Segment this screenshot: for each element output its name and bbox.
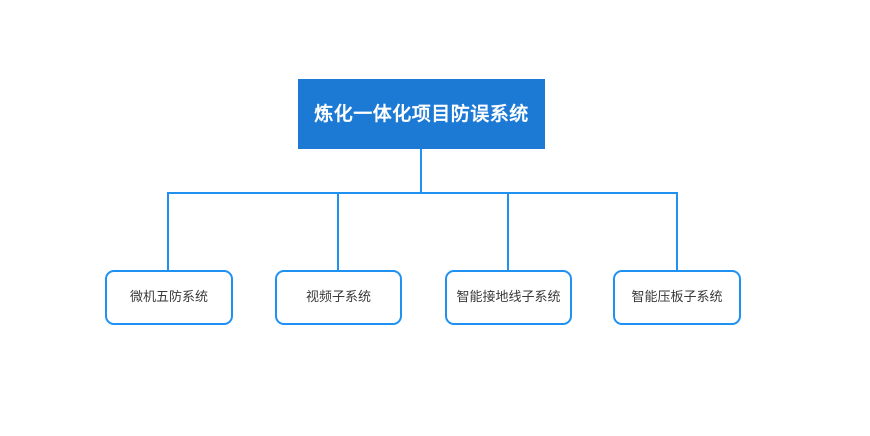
connector-drop-4 xyxy=(676,192,678,271)
child-node-2-label: 视频子系统 xyxy=(305,290,371,305)
root-node[interactable]: 炼化一体化项目防误系统 xyxy=(298,79,545,149)
child-node-3[interactable]: 智能接地线子系统 xyxy=(445,270,572,325)
child-node-1[interactable]: 微机五防系统 xyxy=(105,270,233,325)
root-node-label: 炼化一体化项目防误系统 xyxy=(314,102,529,125)
connector-drop-2 xyxy=(337,192,339,271)
child-node-2[interactable]: 视频子系统 xyxy=(275,270,402,325)
connector-root-stem xyxy=(420,149,422,194)
child-node-4[interactable]: 智能压板子系统 xyxy=(613,270,741,325)
child-node-4-label: 智能压板子系统 xyxy=(631,290,723,305)
connector-drop-3 xyxy=(507,192,509,271)
connector-horizontal-bar xyxy=(168,192,678,194)
child-node-3-label: 智能接地线子系统 xyxy=(456,290,561,305)
child-node-1-label: 微机五防系统 xyxy=(129,290,208,305)
connector-drop-1 xyxy=(167,192,169,271)
